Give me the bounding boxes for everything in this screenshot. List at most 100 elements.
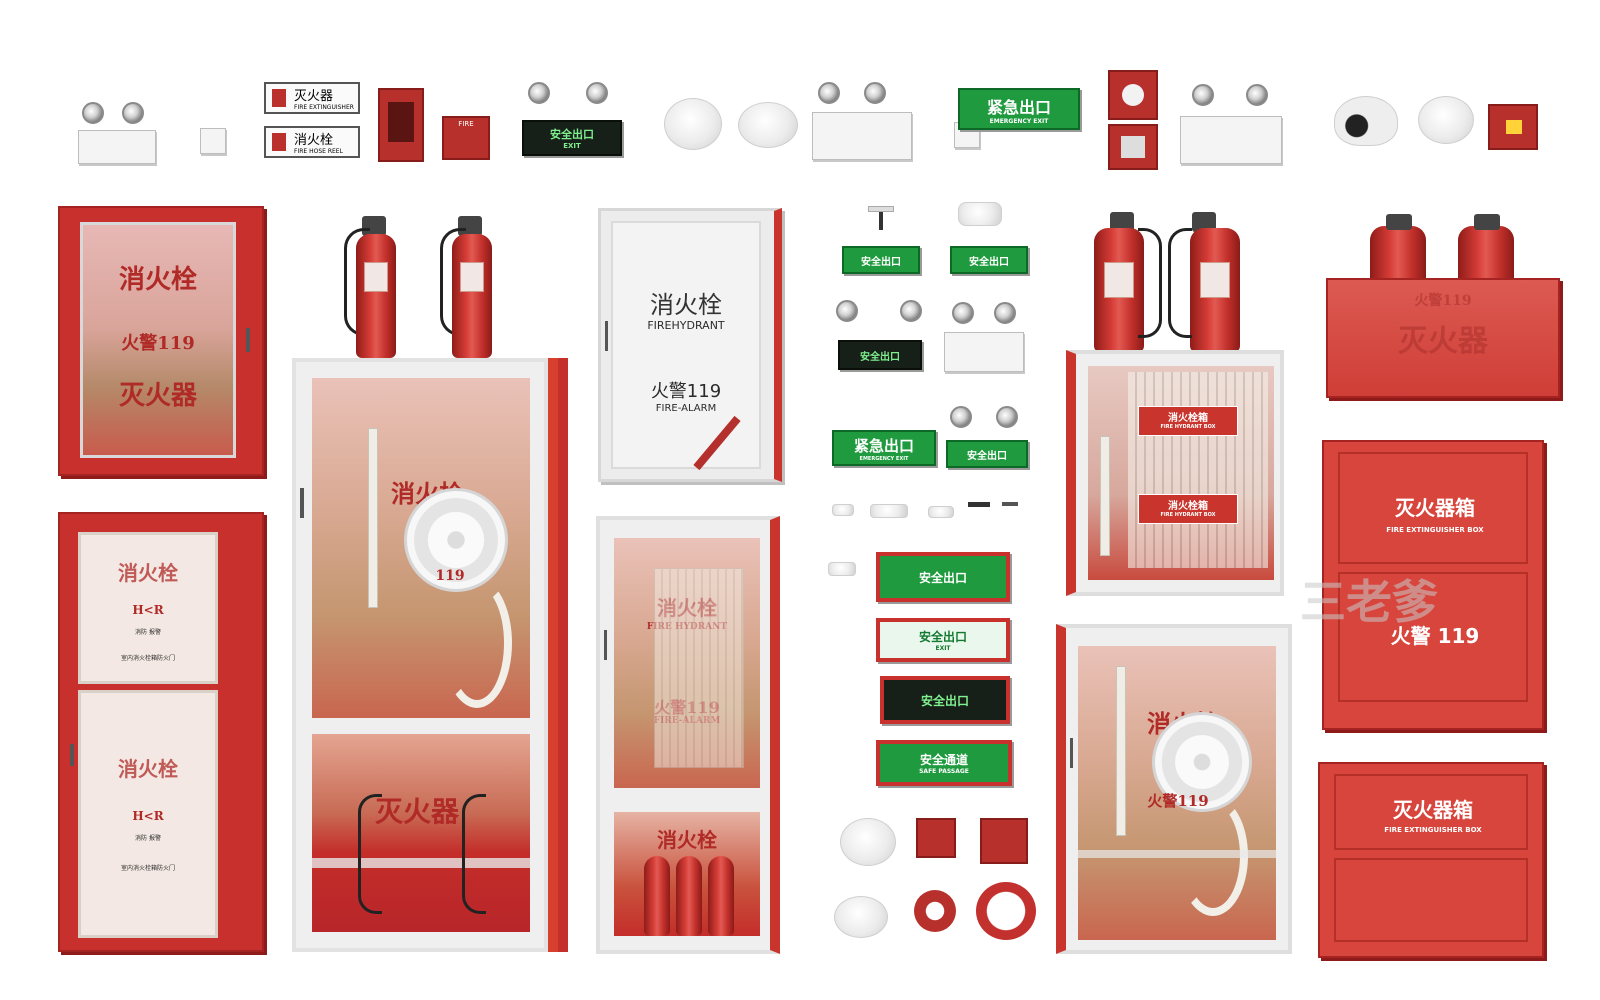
exit-sign-text: 安全出口 [918,630,967,644]
cabinet-handle[interactable] [70,744,74,766]
exit-sign: 安全出口 EXIT [522,120,622,156]
extinguisher-body [676,856,702,936]
extinguisher-valve [1192,212,1216,232]
cabinet-extinguisher-label: 灭火器 [118,381,197,411]
exit-sign-right-arrow: 安全出口 [950,246,1028,274]
manual-call-point [916,818,956,858]
hose-rack [654,568,744,768]
cabinet-door: 消火栓 FIREHYDRANT 火警119 FIRE-ALARM [611,221,761,471]
exit-sign-text: 安全出口 [860,351,900,363]
emergency-light-body [1180,116,1282,164]
exit-light-combo: 安全出口 EXIT [522,82,626,162]
emergency-light-1 [78,98,162,168]
extinguisher-left-a [342,208,412,358]
panel-small: 消防 报警 [135,629,161,636]
extinguisher-right-a [1084,202,1164,352]
cabinet-panel-upper: 消火栓 H<R 消防 报警 室内消火栓箱防火门 [78,532,218,684]
hose-loop [442,578,512,708]
hydrant-cabinet-glass-right: 消火栓 火警119 [1056,624,1292,954]
emergency-light-3 [1180,84,1284,168]
lamp-icon [82,102,104,124]
sprinkler-icon [968,502,990,524]
lamp-icon [864,82,886,104]
sprinkler-icon [828,562,856,576]
cabinet-panel-lower: 消火栓 H<R 消防 报警 室内消火栓箱防火门 [78,690,218,938]
emergency-exit-text: 紧急出口 [853,436,914,455]
smoke-detector [1418,96,1474,144]
stand-alarm: 火警119 [1414,293,1472,309]
extinguisher-hose [1138,228,1162,338]
plate-hydrant-text: 消火栓 [294,133,334,148]
stand-frame: 火警119 灭火器 [1326,278,1560,398]
emergency-exit-sign-center: 紧急出口 EMERGENCY EXIT [832,430,936,466]
panel-small: 消防 报警 [135,835,161,842]
emergency-exit-light: 安全出口 [836,300,932,376]
tall-glass-cabinet: 消火栓 119 灭火器 [292,358,568,952]
lamp-icon [836,300,858,322]
hydrant-button [1108,124,1158,170]
cabinet-handle[interactable] [605,321,608,351]
cabinet-handle[interactable] [604,630,607,660]
extinguisher-hose [1168,228,1192,338]
hydrant-cabinet-right: 消火栓箱 FIRE HYDRANT BOX 消火栓箱 FIRE HYDRANT … [1066,350,1284,596]
hydrant-cabinet-double-left: 消火栓 H<R 消防 报警 室内消火栓箱防火门 消火栓 H<R 消防 报警 室内… [58,512,264,952]
upper-glass: 消火栓 FIRE HYDRANT 火警119 FIRE-ALARM [614,538,760,788]
extinguisher-right-b [1166,202,1246,352]
safe-passage-sign: 安全通道 SAFE PASSAGE [876,740,1012,786]
exit-sign-text: 安全出口 [861,256,901,268]
lower-glass: 消火栓 [614,812,760,936]
hose-rack [1128,372,1268,568]
extinguisher-body [356,234,396,358]
hydrant-pipe [1100,436,1110,556]
alarm-button [980,818,1028,864]
emergency-light-body [78,130,156,164]
lower-label: 消火栓 [657,828,717,852]
box-title-en: FIRE EXTINGUISHER BOX [1386,526,1484,534]
box-alarm: 火警 119 [1390,624,1480,648]
emergency-light-2 [812,82,922,164]
extinguisher-body [708,856,734,936]
door-title-en: FIREHYDRANT [647,319,725,332]
label-en: FIRE HYDRANT BOX [1160,512,1216,518]
panel-title: 消火栓 [118,757,178,781]
lower-glass: 灭火器 [312,734,530,932]
box-door-lower: 火警 119 [1338,572,1528,702]
lamp-icon [952,302,974,324]
stand-label: 灭火器 [1398,324,1488,359]
cabinet-title: 消火栓 [118,265,197,295]
hydrant-plate: 消火栓 FIRE HOSE REEL [264,126,360,158]
extinguisher-box-short: 灭火器箱 FIRE EXTINGUISHER BOX [1318,762,1544,958]
smoke-detector [840,818,896,866]
sprinkler-icon [928,506,954,518]
plate-extinguisher-sub: FIRE EXTINGUISHER [294,104,354,111]
cabinet-handle[interactable] [1070,738,1073,768]
sprinkler-icon [1002,502,1018,524]
sprinkler-icon [832,504,854,516]
hydrant-cabinet-glass-left: 消火栓 火警119 灭火器 [58,206,264,476]
exit-sign-framed-1: 安全出口 [876,552,1010,602]
label-en: FIRE HYDRANT BOX [1160,424,1216,430]
safe-passage-text: 安全通道 [919,753,968,767]
exit-sign: 安全出口 [946,440,1028,468]
emergency-exit-sub: EMERGENCY EXIT [989,117,1049,125]
hose-reel [404,488,508,592]
extinguisher-stand: 火警119 灭火器 [1326,206,1562,402]
exit-light-combo-center: 安全出口 [946,406,1030,472]
rack-bar [1078,850,1276,858]
upper-glass: 消火栓 119 [312,378,530,718]
exit-sign-text: 安全出口 [918,570,967,585]
manual-call-point [378,88,424,162]
extinguisher-label [364,262,388,292]
cabinet-handle[interactable] [246,328,250,352]
panel-title: 消火栓 [118,561,178,585]
exit-sign-text: 安全出口 [550,128,594,141]
cabinet-handle[interactable] [300,488,304,518]
lamp-icon [1246,84,1268,106]
door-title: 消火栓 [650,291,722,319]
door-alarm: 火警119 [650,381,722,402]
extinguisher-valve [1474,214,1500,230]
sprinkler-heads-row [832,500,1022,530]
box-door-upper: 灭火器箱 FIRE EXTINGUISHER BOX [1338,452,1528,564]
safe-passage-en: SAFE PASSAGE [919,768,969,775]
box-title: 灭火器箱 [1395,496,1475,520]
